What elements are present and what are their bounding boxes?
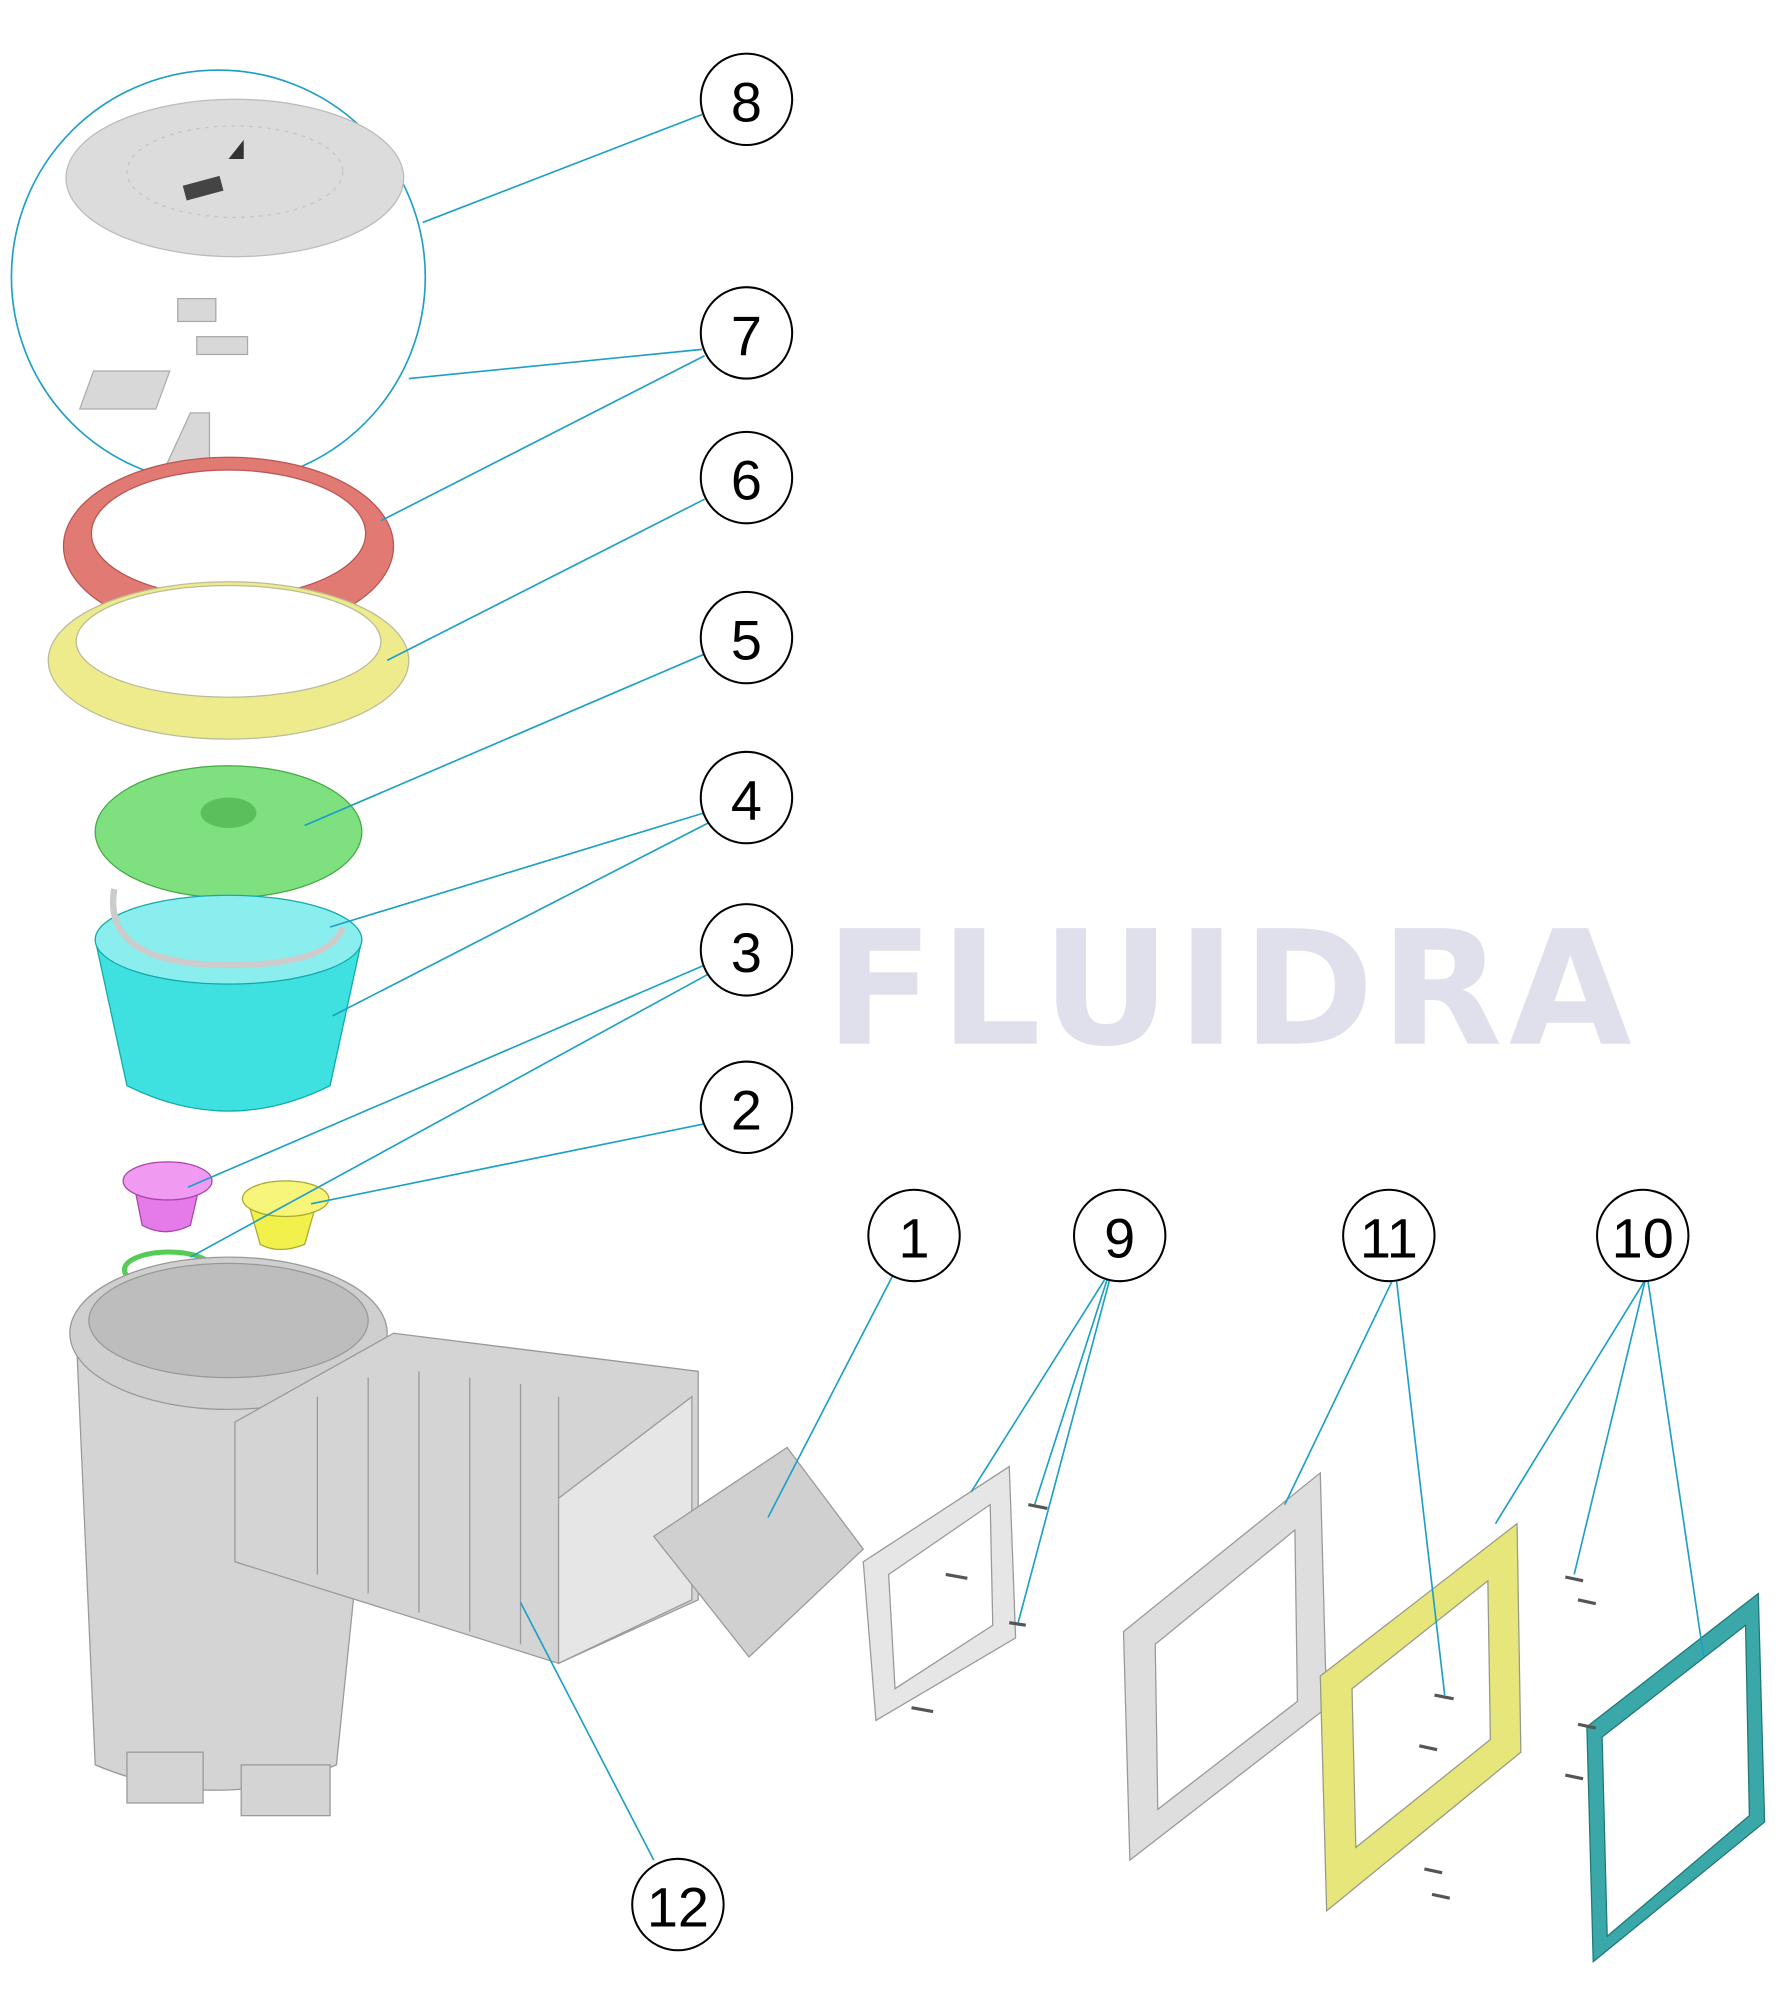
part-inner-frame <box>862 1465 1017 1722</box>
callout-7: 7 <box>699 286 794 380</box>
part-plug-yellow <box>241 1180 330 1251</box>
svg-text:1: 1 <box>899 1207 930 1270</box>
callout-9: 9 <box>1072 1188 1167 1283</box>
watermark: FLUIDRA <box>825 898 1638 1082</box>
svg-text:6: 6 <box>731 449 762 512</box>
svg-text:5: 5 <box>731 609 762 672</box>
svg-text:11: 11 <box>1360 1207 1418 1270</box>
callout-8: 8 <box>699 52 794 147</box>
part-cover-frame <box>1586 1592 1766 1963</box>
part-gasket <box>1319 1522 1522 1913</box>
svg-text:12: 12 <box>647 1876 709 1939</box>
svg-text:9: 9 <box>1104 1207 1135 1270</box>
part-plug-magenta <box>122 1161 213 1233</box>
screws <box>911 1503 1597 1900</box>
leader-lines <box>187 113 1705 1861</box>
callout-2: 2 <box>699 1060 794 1154</box>
svg-text:10: 10 <box>1612 1207 1674 1270</box>
callout-6: 6 <box>699 430 794 525</box>
callout-11: 11 <box>1342 1188 1436 1283</box>
callout-1: 1 <box>867 1188 961 1283</box>
part-cover-lid <box>65 98 405 258</box>
callout-5: 5 <box>699 590 794 685</box>
part-skimmer-body <box>69 1256 699 1817</box>
svg-text:3: 3 <box>731 921 762 984</box>
part-front-frame <box>1122 1471 1328 1862</box>
callout-3: 3 <box>699 903 794 997</box>
svg-text:8: 8 <box>731 70 762 133</box>
svg-text:4: 4 <box>731 769 762 832</box>
svg-text:7: 7 <box>731 304 762 367</box>
part-basket <box>94 888 363 1112</box>
callout-12: 12 <box>631 1857 725 1952</box>
svg-text:2: 2 <box>731 1078 762 1141</box>
part-yellow-ring <box>47 581 410 740</box>
callout-4: 4 <box>699 750 794 845</box>
part-green-lid <box>94 765 363 899</box>
part-weir-flap <box>652 1446 865 1658</box>
callout-10: 10 <box>1596 1188 1690 1283</box>
